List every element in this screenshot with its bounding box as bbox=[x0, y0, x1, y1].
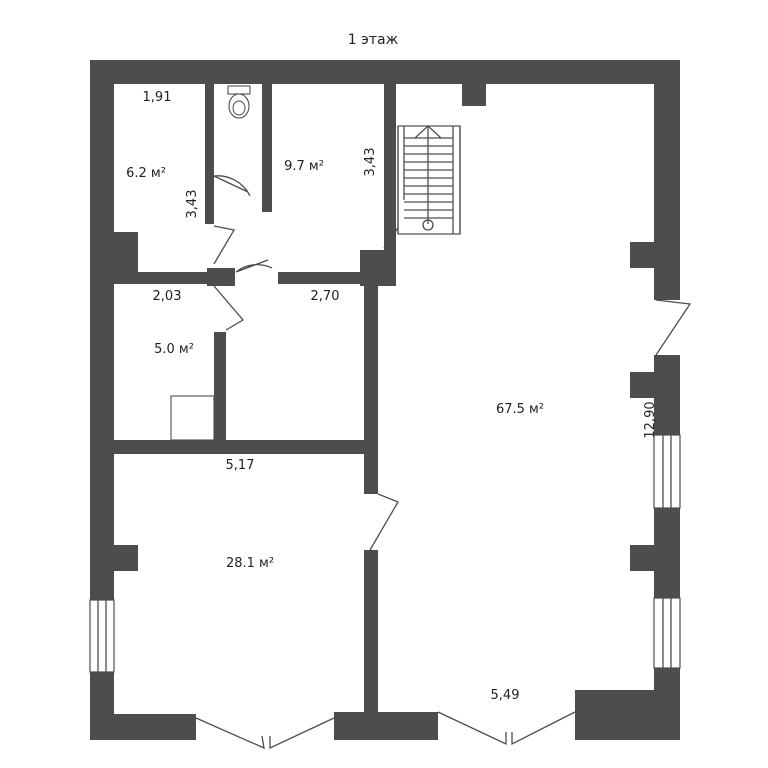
dimension-label: 12,90 bbox=[643, 401, 658, 438]
doors bbox=[195, 175, 692, 750]
outer-walls bbox=[90, 60, 680, 740]
room-area-storage: 5.0 м² bbox=[154, 342, 194, 357]
room-area-bottom-left: 28.1 м² bbox=[226, 556, 274, 571]
dimension-label: 5,17 bbox=[226, 458, 255, 473]
dimension-label: 5,49 bbox=[491, 688, 520, 703]
room-area-main-hall: 67.5 м² bbox=[496, 402, 544, 417]
dimension-label: 3,43 bbox=[363, 148, 378, 177]
dimension-label: 2,03 bbox=[153, 289, 182, 304]
toilet-icon bbox=[227, 85, 251, 119]
room-area-hall-top: 9.7 м² bbox=[284, 159, 324, 174]
interior-walls bbox=[114, 84, 396, 714]
room-area-wc: 6.2 м² bbox=[126, 166, 166, 181]
dimension-label: 3,43 bbox=[185, 190, 200, 219]
dimension-label: 2,70 bbox=[311, 289, 340, 304]
windows bbox=[89, 434, 681, 673]
fixture-square bbox=[170, 395, 215, 441]
floor-title: 1 этаж bbox=[348, 32, 399, 48]
staircase bbox=[397, 125, 461, 235]
dimension-label: 1,91 bbox=[143, 90, 172, 105]
